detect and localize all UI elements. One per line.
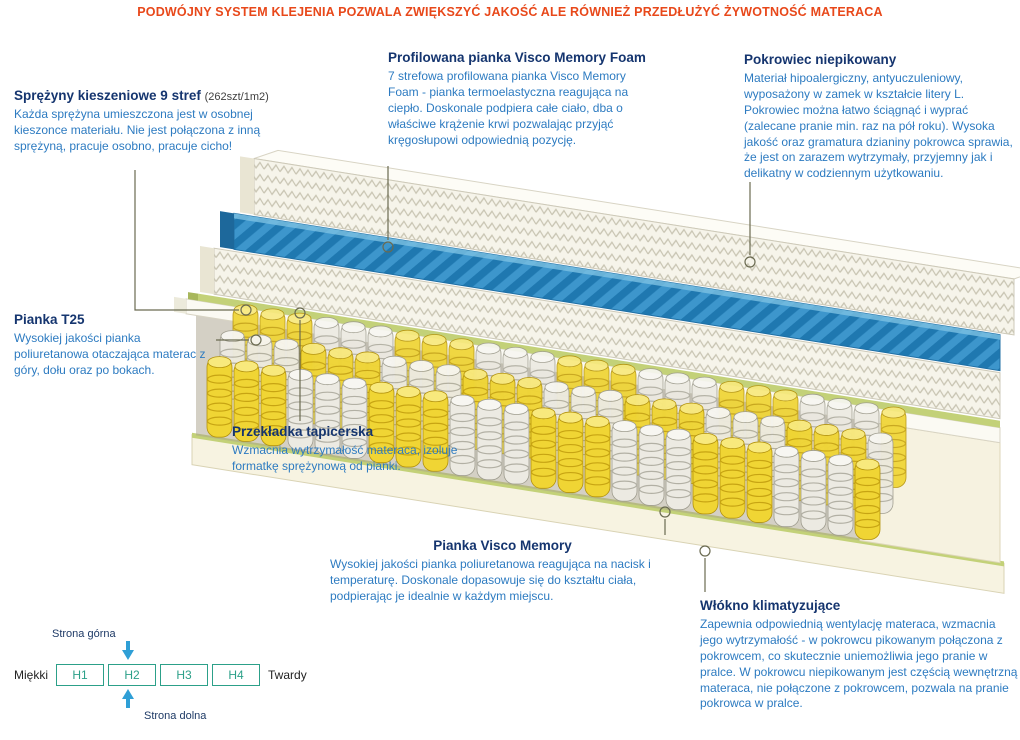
profiled-visco-endcap [220,211,234,250]
annotation-profiled-foam-body: 7 strefowa profilowana pianka Visco Memo… [388,69,629,147]
annotation-foam-t25-title: Pianka T25 [14,312,85,327]
hardness-box-h3: H3 [160,664,209,686]
callout-cover-dot [744,256,756,268]
annotation-visco-memory: Pianka Visco Memory Wysokiej jakości pia… [330,538,675,605]
annotation-foam-t25-body: Wysokiej jakości pianka poliuretanowa ot… [14,331,206,377]
annotation-climate-fiber: Włókno klimatyzujące Zapewnia odpowiedni… [700,598,1018,712]
soft-label: Miękki [14,668,49,682]
cover-endcap [240,156,254,215]
annotation-foam-t25: Pianka T25 Wysokiej jakości pianka poliu… [14,312,214,379]
annotation-springs-body: Każda sprężyna umieszczona jest w osobne… [14,107,261,153]
pocket-springs [206,304,907,540]
annotation-springs-subtitle: (262szt/1m2) [204,91,269,103]
callout-visco-dot [659,506,671,518]
annotation-profiled-foam: Profilowana pianka Visco Memory Foam 7 s… [388,50,650,148]
annotation-springs-title-text: Sprężyny kieszeniowe 9 stref [14,88,201,103]
hardness-box-h2: H2 [108,664,157,686]
annotation-upholstery-spacer: Przekładka tapicerska Wzmacnia wytrzymał… [232,424,472,475]
hardness-box-h4: H4 [212,664,261,686]
header-banner: PODWÓJNY SYSTEM KLEJENIA POZWALA ZWIĘKSZ… [137,5,883,19]
hard-label: Twardy [268,668,307,682]
callout-springs [134,170,239,311]
callout-lines [134,166,756,592]
hardness-scale: Strona górna Miękki H1 H2 H3 H4 Twardy S… [12,628,312,738]
visco-foam-endcap [200,246,214,295]
annotation-cover: Pokrowiec niepikowany Materiał hipoalerg… [744,52,1016,182]
callout-springs-dot [240,304,252,316]
arrow-up-icon [122,689,134,708]
hardness-box-h1: H1 [56,664,105,686]
annotation-profiled-foam-title: Profilowana pianka Visco Memory Foam [388,50,646,65]
callout-spacer-dot [294,307,306,319]
upholstery-spacer-endcap [188,292,198,301]
callout-climate-dot [699,545,711,557]
profiled-visco-highlight [234,213,1000,340]
hardness-row: Miękki H1 H2 H3 H4 Twardy [14,664,307,686]
callout-t25-dot [250,334,262,346]
annotation-visco-memory-title: Pianka Visco Memory [433,538,572,553]
annotation-climate-fiber-body: Zapewnia odpowiednią wentylację materaca… [700,617,1018,711]
annotation-springs: Sprężyny kieszeniowe 9 stref (262szt/1m2… [14,88,306,155]
annotation-cover-body: Materiał hipoalergiczny, antyuczuleniowy… [744,71,1013,181]
annotation-cover-title: Pokrowiec niepikowany [744,52,897,67]
annotation-climate-fiber-title: Włókno klimatyzujące [700,598,841,613]
annotation-springs-title: Sprężyny kieszeniowe 9 stref (262szt/1m2… [14,88,306,104]
annotation-visco-memory-body: Wysokiej jakości pianka poliuretanowa re… [330,557,651,603]
arrow-down-icon [122,641,134,660]
annotation-upholstery-spacer-title: Przekładka tapicerska [232,424,374,439]
top-side-label: Strona górna [52,628,116,640]
bottom-side-label: Strona dolna [144,710,207,722]
callout-profiled-dot [382,241,394,253]
annotation-upholstery-spacer-body: Wzmacnia wytrzymałość materaca, izoluje … [232,443,458,474]
